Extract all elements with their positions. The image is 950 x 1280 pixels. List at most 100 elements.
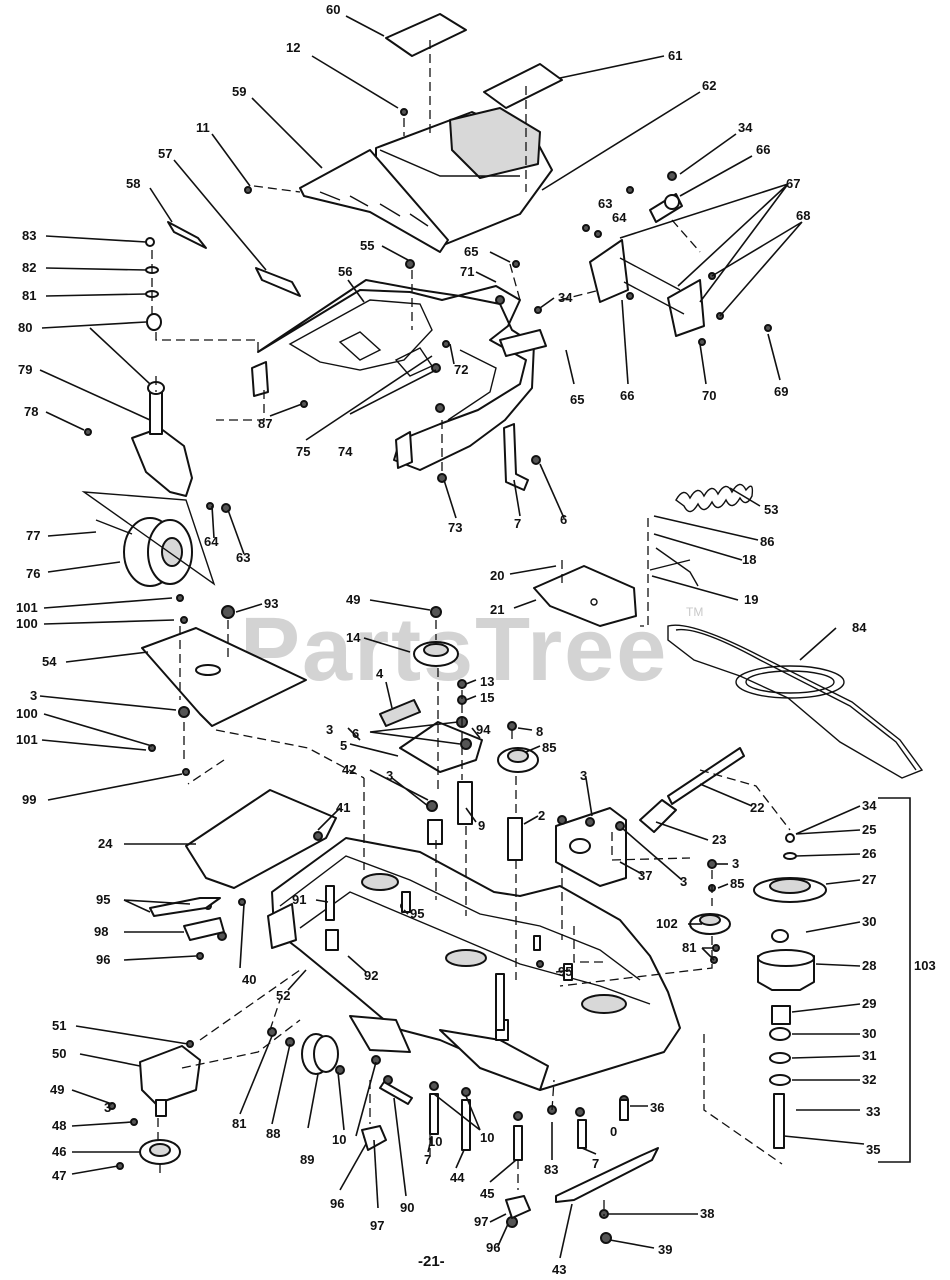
callout: 29 bbox=[862, 996, 876, 1011]
callout: 65 bbox=[464, 244, 478, 259]
callout: 66 bbox=[620, 388, 634, 403]
callout: 87 bbox=[258, 416, 272, 431]
lift-frame-56 bbox=[251, 279, 547, 471]
callout: 44 bbox=[450, 1170, 465, 1185]
callout: 82 bbox=[22, 260, 36, 275]
callout: 28 bbox=[862, 958, 876, 973]
callout: 3 bbox=[104, 1100, 111, 1115]
callout: 38 bbox=[700, 1206, 714, 1221]
decal-57 bbox=[255, 267, 301, 297]
spacer-9 bbox=[457, 781, 473, 825]
callout: 6 bbox=[560, 512, 567, 527]
callout: 55 bbox=[360, 238, 374, 253]
callout: 63 bbox=[598, 196, 612, 211]
callout: 91 bbox=[292, 892, 306, 907]
callout: 3 bbox=[732, 856, 739, 871]
callout: 41 bbox=[336, 800, 350, 815]
dashed-reference-lines bbox=[151, 40, 791, 1216]
callout: 97 bbox=[474, 1214, 488, 1229]
callout: 24 bbox=[98, 836, 113, 851]
callout: 7 bbox=[514, 516, 521, 531]
callout: 49 bbox=[346, 592, 360, 607]
pulley-46 bbox=[139, 1139, 181, 1165]
callout: 21 bbox=[490, 602, 504, 617]
callout: 84 bbox=[852, 620, 867, 635]
callout: 88 bbox=[266, 1126, 280, 1141]
callout: 10 bbox=[428, 1134, 442, 1149]
callout: 77 bbox=[26, 528, 40, 543]
callout: 64 bbox=[204, 534, 219, 549]
idler-pulley-14 bbox=[413, 641, 459, 667]
axle-77 bbox=[95, 519, 133, 535]
callout: 45 bbox=[480, 1186, 494, 1201]
callout: 51 bbox=[52, 1018, 66, 1033]
baffle-bracket-59 bbox=[299, 149, 449, 253]
callout: 7 bbox=[424, 1152, 431, 1167]
rod-18-19 bbox=[649, 547, 699, 587]
callout: 22 bbox=[750, 800, 764, 815]
callout: 67 bbox=[786, 176, 800, 191]
pulley-102 bbox=[689, 913, 731, 935]
callout: 53 bbox=[764, 502, 778, 517]
pivot-pin-66 bbox=[649, 193, 683, 223]
callout: 9 bbox=[478, 818, 485, 833]
callout: 18 bbox=[742, 552, 756, 567]
gearbox-bracket-37 bbox=[555, 807, 627, 887]
callout: 78 bbox=[24, 404, 38, 419]
gearbox-50 bbox=[139, 1045, 201, 1117]
callout: 71 bbox=[460, 264, 474, 279]
callout: 95 bbox=[558, 964, 572, 979]
callout: 2 bbox=[538, 808, 545, 823]
callout: 46 bbox=[52, 1144, 66, 1159]
callout: 12 bbox=[286, 40, 300, 55]
callout: 39 bbox=[658, 1242, 672, 1257]
caster-guard bbox=[81, 491, 216, 586]
callout: 68 bbox=[796, 208, 810, 223]
callout: 101 bbox=[16, 732, 38, 747]
callout: 97 bbox=[370, 1218, 384, 1233]
callout: 32 bbox=[862, 1072, 876, 1087]
callout: 103 bbox=[914, 958, 936, 973]
callout: 60 bbox=[326, 2, 340, 17]
callout: 3 bbox=[386, 768, 393, 783]
callout: 43 bbox=[552, 1262, 566, 1277]
callout: 85 bbox=[542, 740, 556, 755]
callout: 34 bbox=[558, 290, 573, 305]
callout: 3 bbox=[680, 874, 687, 889]
callout: 76 bbox=[26, 566, 40, 581]
callout: 95 bbox=[96, 892, 110, 907]
callout: 6 bbox=[352, 726, 359, 741]
callout: 25 bbox=[862, 822, 876, 837]
callout: 15 bbox=[480, 690, 494, 705]
callout: 72 bbox=[454, 362, 468, 377]
callout-labels: 60 12 61 59 62 34 11 66 57 63 67 64 58 6… bbox=[16, 2, 936, 1277]
callout: 86 bbox=[760, 534, 774, 549]
callout: 99 bbox=[22, 792, 36, 807]
callout: 26 bbox=[862, 846, 876, 861]
decal-58 bbox=[167, 221, 207, 249]
callout: 10 bbox=[332, 1132, 346, 1147]
spring-4 bbox=[379, 699, 421, 727]
callout: 56 bbox=[338, 264, 352, 279]
callout: 48 bbox=[52, 1118, 66, 1133]
callout: 33 bbox=[866, 1104, 880, 1119]
callout: 101 bbox=[16, 600, 38, 615]
callout: 75 bbox=[296, 444, 310, 459]
callout: 34 bbox=[738, 120, 753, 135]
callout: 96 bbox=[96, 952, 110, 967]
rod-7 bbox=[503, 423, 529, 491]
callout: 3 bbox=[580, 768, 587, 783]
callout: 30 bbox=[862, 914, 876, 929]
spacer-42 bbox=[427, 819, 443, 845]
spring-53 bbox=[675, 483, 754, 513]
callout: 37 bbox=[638, 868, 652, 883]
callout: 96 bbox=[486, 1240, 500, 1255]
callout: 7 bbox=[592, 1156, 599, 1171]
callout: 8 bbox=[536, 724, 543, 739]
callout: 57 bbox=[158, 146, 172, 161]
callout: 79 bbox=[18, 362, 32, 377]
callout: 27 bbox=[862, 872, 876, 887]
callout: 58 bbox=[126, 176, 140, 191]
watermark-trademark: TM bbox=[686, 605, 703, 619]
callout: 64 bbox=[612, 210, 627, 225]
